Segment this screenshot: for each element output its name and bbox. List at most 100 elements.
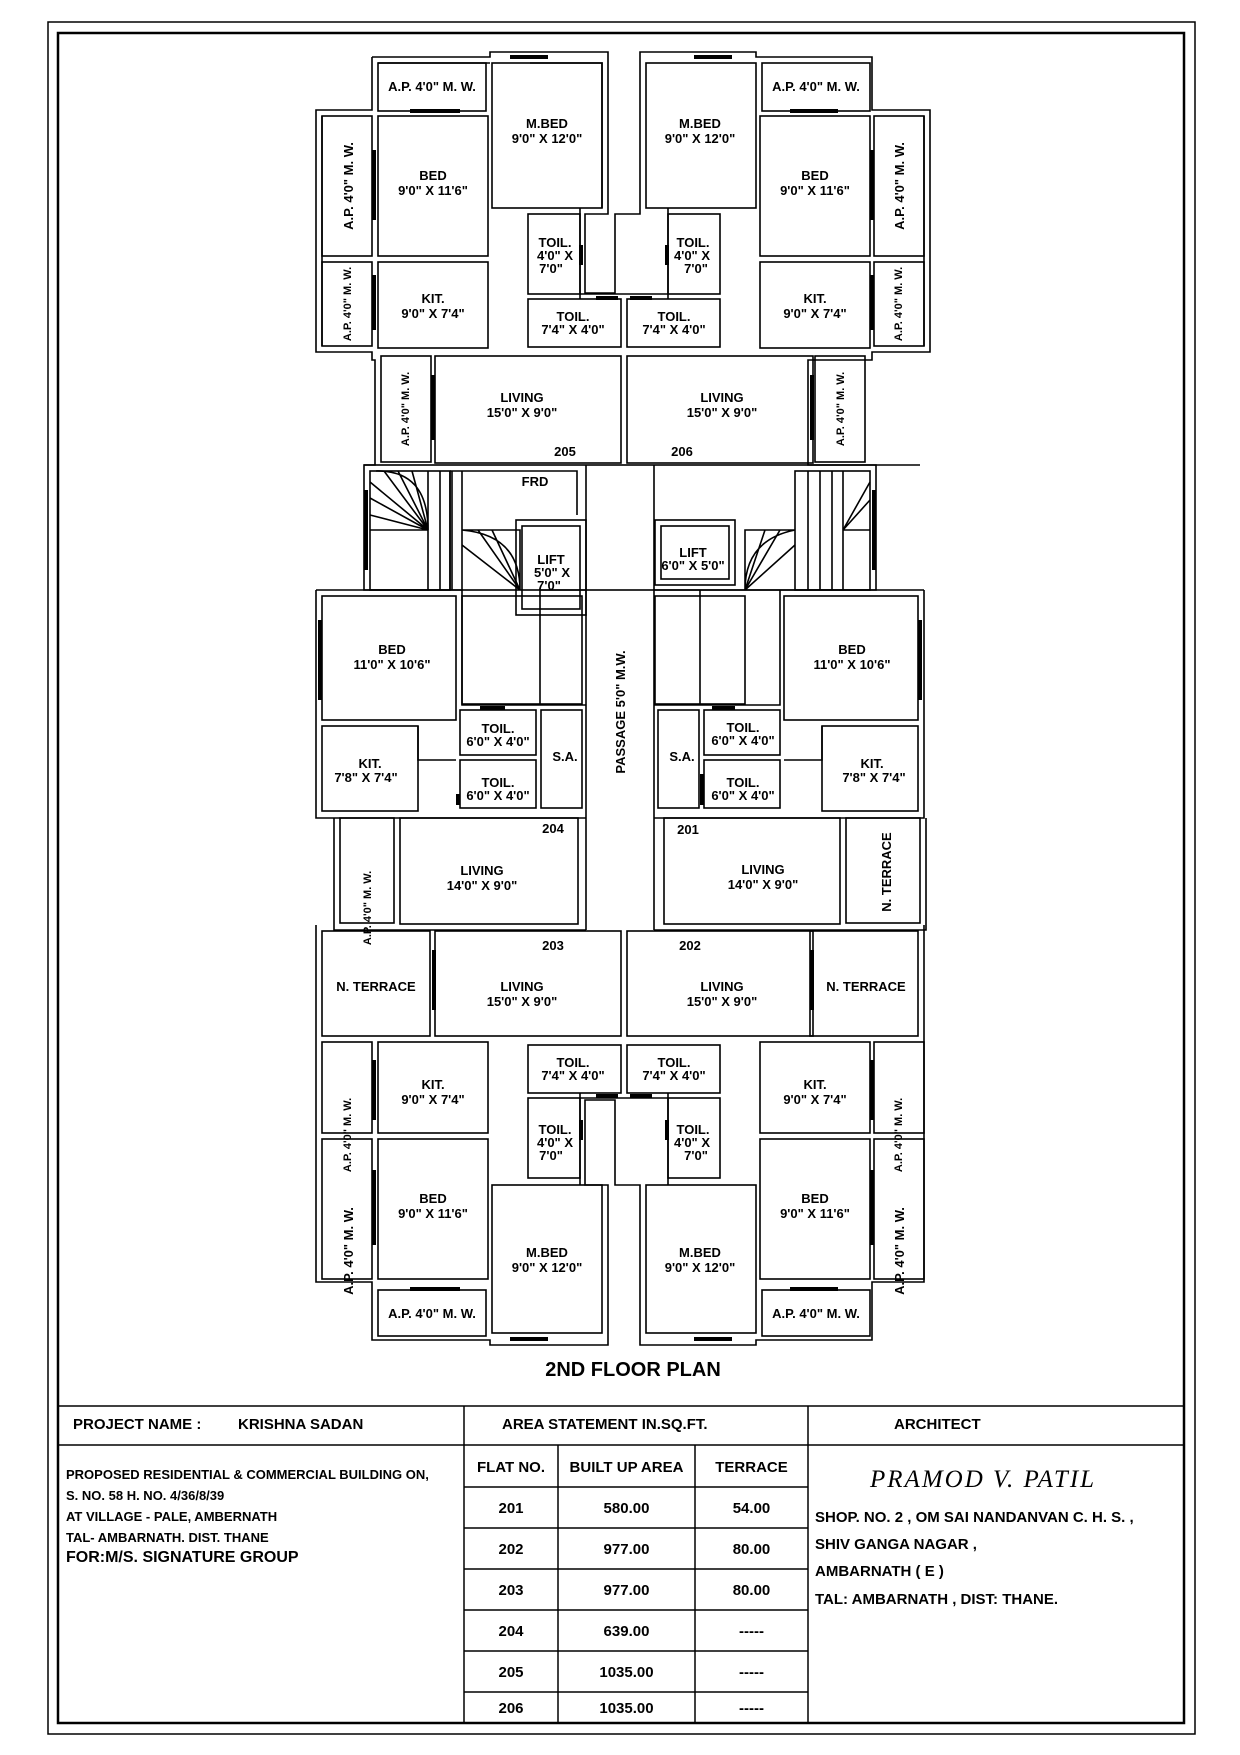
toil-a-202-size1: 4'0" X	[674, 1135, 710, 1150]
bed-205-label: BED	[419, 168, 446, 183]
title-block-grid	[58, 1405, 1184, 1723]
table-header-terrace: TERRACE	[715, 1459, 788, 1476]
ap-label-205-living: A.P. 4'0" M. W.	[400, 372, 412, 446]
table-cell-flat: 201	[498, 1500, 524, 1517]
description-line-2: S. NO. 58 H. NO. 4/36/8/39	[66, 1488, 225, 1503]
mbed-205-label: M.BED	[526, 116, 568, 131]
mbed-206-label: M.BED	[679, 116, 721, 131]
flat-202-number: 202	[679, 938, 701, 953]
flat-206-number: 206	[671, 444, 693, 459]
ap-label-205-kit: A.P. 4'0" M. W.	[342, 267, 354, 341]
flat-205-number: 205	[554, 444, 576, 459]
sa-204-label: S.A.	[552, 749, 577, 764]
toil-b-203-size: 7'4" X 4'0"	[541, 1068, 604, 1083]
kit-206-label: KIT.	[803, 291, 826, 306]
table-header-flat: FLAT NO.	[476, 1459, 546, 1476]
project-name-label: PROJECT NAME :	[73, 1416, 202, 1433]
ap-label-203-bottom: A.P. 4'0" M. W.	[388, 1306, 476, 1321]
table-cell-area: 580.00	[603, 1500, 650, 1517]
ap-label-205-top: A.P. 4'0" M. W.	[388, 79, 476, 94]
lift-left-size1: 5'0" X	[534, 565, 570, 580]
toil-b-206-size: 7'4" X 4'0"	[642, 322, 705, 337]
living-205-size: 15'0" X 9'0"	[487, 405, 558, 420]
sa-201-label: S.A.	[669, 749, 694, 764]
toil-b-203-label: TOIL.	[557, 1055, 590, 1070]
architect-name: PRAMOD V. PATIL	[870, 1466, 1097, 1493]
kit-206-size: 9'0" X 7'4"	[783, 306, 846, 321]
toil-204b-size: 6'0" X 4'0"	[466, 788, 529, 803]
architect-heading: ARCHITECT	[894, 1416, 981, 1433]
bed-203-size: 9'0" X 11'6"	[398, 1206, 468, 1221]
passage-label: PASSAGE 5'0" M.W.	[613, 650, 628, 773]
toil-a-203-label: TOIL.	[539, 1122, 572, 1137]
living-201-label: LIVING	[741, 862, 784, 877]
ap-label-206-bed: A.P. 4'0" M. W.	[892, 142, 907, 230]
mbed-202-label: M.BED	[679, 1245, 721, 1260]
bed-201-label: BED	[838, 642, 865, 657]
toil-201b-size: 6'0" X 4'0"	[711, 788, 774, 803]
living-204-label: LIVING	[460, 863, 503, 878]
ap-label-202-bed: A.P. 4'0" M. W.	[892, 1207, 907, 1295]
living-202-size: 15'0" X 9'0"	[687, 994, 758, 1009]
architect-address-line-4: TAL: AMBARNATH , DIST: THANE.	[815, 1591, 1059, 1608]
toil-a-202-size2: 7'0"	[684, 1148, 708, 1163]
ap-label-202-bottom: A.P. 4'0" M. W.	[772, 1306, 860, 1321]
client-name: FOR:M/S. SIGNATURE GROUP	[66, 1549, 299, 1566]
lift-left-size2: 7'0"	[537, 578, 561, 593]
kit-205-label: KIT.	[421, 291, 444, 306]
bed-202-label: BED	[801, 1191, 828, 1206]
architect-address-line-2: SHIV GANGA NAGAR ,	[815, 1536, 977, 1553]
toil-a-206-label: TOIL.	[677, 235, 710, 250]
toil-a-203-size1: 4'0" X	[537, 1135, 573, 1150]
frd-label: FRD	[522, 474, 549, 489]
bed-201-size: 11'0" X 10'6"	[813, 657, 890, 672]
kit-203-size: 9'0" X 7'4"	[401, 1092, 464, 1107]
ap-label-204-living: A.P. 4'0" M. W.	[362, 871, 374, 945]
toil-a-205-size2: 7'0"	[539, 261, 563, 276]
toil-b-205-size: 7'4" X 4'0"	[541, 322, 604, 337]
living-201-size: 14'0" X 9'0"	[728, 877, 799, 892]
kit-202-label: KIT.	[803, 1077, 826, 1092]
toil-204a-size: 6'0" X 4'0"	[466, 734, 529, 749]
toil-a-206-size1: 4'0" X	[674, 248, 710, 263]
kit-201-size: 7'8" X 7'4"	[842, 770, 905, 785]
table-cell-area: 639.00	[603, 1623, 650, 1640]
flat-204-number: 204	[542, 821, 564, 836]
architect-address-line-1: SHOP. NO. 2 , OM SAI NANDANVAN C. H. S. …	[815, 1509, 1134, 1526]
table-cell-area: 1035.00	[599, 1700, 654, 1717]
ap-label-205-bed: A.P. 4'0" M. W.	[341, 142, 356, 230]
lift-left-label: LIFT	[537, 552, 564, 567]
table-cell-area: 977.00	[603, 1582, 650, 1599]
flat-201-number: 201	[677, 822, 699, 837]
lift-right-size: 6'0" X 5'0"	[661, 558, 724, 573]
table-cell-terrace: -----	[739, 1664, 764, 1681]
mbed-203-size: 9'0" X 12'0"	[512, 1260, 583, 1275]
table-cell-terrace: 54.00	[732, 1500, 771, 1517]
table-cell-terrace: -----	[739, 1700, 764, 1717]
kit-205-size: 9'0" X 7'4"	[401, 306, 464, 321]
living-204-size: 14'0" X 9'0"	[447, 878, 518, 893]
bed-203-label: BED	[419, 1191, 446, 1206]
description-line-1: PROPOSED RESIDENTIAL & COMMERCIAL BUILDI…	[66, 1467, 429, 1482]
inner-border	[56, 31, 1186, 1725]
toil-a-205-size1: 4'0" X	[537, 248, 573, 263]
living-203-size: 15'0" X 9'0"	[487, 994, 558, 1009]
table-cell-area: 977.00	[603, 1541, 650, 1558]
table-cell-flat: 206	[498, 1700, 524, 1717]
table-cell-area: 1035.00	[599, 1664, 654, 1681]
lift-right-label: LIFT	[679, 545, 706, 560]
toil-201a-label: TOIL.	[727, 720, 760, 735]
mbed-206-size: 9'0" X 12'0"	[665, 131, 736, 146]
toil-b-205-label: TOIL.	[557, 309, 590, 324]
living-206-size: 15'0" X 9'0"	[687, 405, 758, 420]
living-205-label: LIVING	[500, 390, 543, 405]
plan-title: 2ND FLOOR PLAN	[545, 1359, 721, 1381]
toil-a-205-label: TOIL.	[539, 235, 572, 250]
bed-205-size: 9'0" X 11'6"	[398, 183, 468, 198]
ap-label-206-top: A.P. 4'0" M. W.	[772, 79, 860, 94]
table-header-built-up: BUILT UP AREA	[569, 1459, 684, 1476]
table-cell-terrace: -----	[739, 1623, 764, 1640]
table-cell-terrace: 80.00	[732, 1582, 771, 1599]
kit-204-size: 7'8" X 7'4"	[334, 770, 397, 785]
